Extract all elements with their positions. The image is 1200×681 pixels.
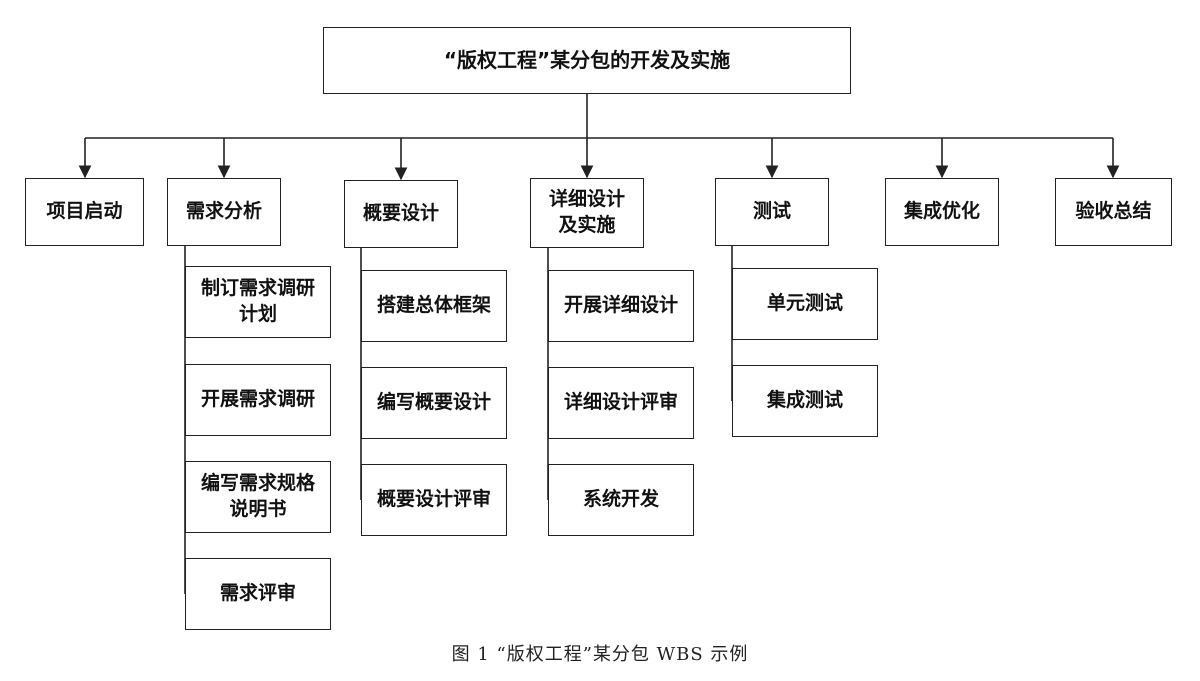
phase-label: 概要设计 <box>362 202 439 225</box>
phase-node-project-start: 项目启动 <box>25 178 144 246</box>
phase-node-testing: 测试 <box>715 178 829 246</box>
task-label: 单元测试 <box>766 292 843 315</box>
task-label: 需求评审 <box>219 582 296 605</box>
task-node: 单元测试 <box>732 268 878 340</box>
task-node: 搭建总体框架 <box>361 270 507 342</box>
task-node: 需求评审 <box>185 558 331 630</box>
task-node: 编写概要设计 <box>361 367 507 439</box>
phase-label: 需求分析 <box>185 200 262 223</box>
task-node: 开展需求调研 <box>185 364 331 436</box>
task-node: 详细设计评审 <box>548 367 694 439</box>
phase-node-outline-design: 概要设计 <box>344 180 458 248</box>
task-label: 概要设计评审 <box>376 488 491 511</box>
phase-label: 项目启动 <box>46 200 123 223</box>
task-label: 集成测试 <box>766 389 843 412</box>
task-label: 系统开发 <box>582 488 659 511</box>
task-label: 编写需求规格 说明书 <box>200 472 315 520</box>
task-node: 开展详细设计 <box>548 270 694 342</box>
phase-label: 详细设计 及实施 <box>548 188 625 236</box>
phase-node-requirements: 需求分析 <box>167 178 281 246</box>
task-label: 制订需求调研 计划 <box>200 277 315 325</box>
task-node: 制订需求调研 计划 <box>185 266 331 338</box>
root-title: “版权工程”某分包的开发及实施 <box>443 48 731 72</box>
phase-node-acceptance: 验收总结 <box>1055 178 1172 246</box>
phase-label: 集成优化 <box>903 200 980 223</box>
phase-node-integration: 集成优化 <box>885 178 999 246</box>
task-node: 集成测试 <box>732 365 878 437</box>
root-node: “版权工程”某分包的开发及实施 <box>323 27 851 94</box>
task-label: 开展需求调研 <box>200 388 315 411</box>
task-label: 详细设计评审 <box>563 391 678 414</box>
task-node: 概要设计评审 <box>361 464 507 536</box>
task-label: 搭建总体框架 <box>376 294 491 317</box>
task-label: 开展详细设计 <box>563 294 678 317</box>
figure-caption: 图 1 “版权工程”某分包 WBS 示例 <box>451 644 749 665</box>
phase-label: 测试 <box>752 200 791 223</box>
task-label: 编写概要设计 <box>376 391 491 414</box>
task-node: 系统开发 <box>548 464 694 536</box>
task-node: 编写需求规格 说明书 <box>185 461 331 533</box>
phase-node-detail-design: 详细设计 及实施 <box>530 178 644 248</box>
phase-label: 验收总结 <box>1075 200 1152 223</box>
